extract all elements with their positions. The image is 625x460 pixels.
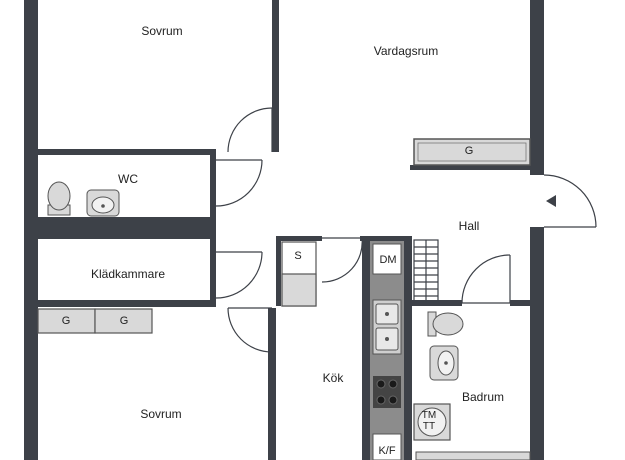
room-label-kok: Kök — [322, 371, 344, 385]
exterior-walls — [24, 0, 544, 460]
room-label-vardagsrum: Vardagsrum — [373, 44, 439, 58]
wardrobe-left-label: G — [61, 315, 71, 327]
room-label-hall: Hall — [458, 219, 480, 233]
door-swings — [215, 107, 597, 353]
storage-cabinet-label: S — [294, 250, 302, 262]
toilet-icon — [47, 181, 71, 216]
fridge-freezer-label: K/F — [378, 445, 396, 457]
room-label-sovrum-top: Sovrum — [141, 24, 183, 38]
room-label-sovrum-bottom: Sovrum — [140, 407, 182, 421]
room-label-wc: WC — [118, 172, 138, 186]
washer-dryer — [413, 403, 451, 441]
wardrobe-vardagsrum — [413, 138, 531, 166]
wardrobe-left — [37, 308, 96, 334]
stairs — [413, 239, 439, 303]
storage-cabinet — [281, 241, 317, 307]
bathroom-sink-icon — [429, 345, 459, 381]
room-label-kladkammare: Klädkammare — [90, 267, 166, 281]
wardrobe-right — [94, 308, 153, 334]
washer-label: TM — [421, 410, 437, 421]
bathtub-edge — [415, 451, 531, 460]
kitchen-counter — [370, 241, 404, 460]
interior-walls — [38, 0, 530, 460]
room-label-badrum: Badrum — [461, 390, 505, 404]
sink-icon — [86, 189, 120, 217]
entrance-arrow-icon — [546, 195, 556, 207]
bathroom-toilet-icon — [427, 311, 464, 337]
wardrobe-vardagsrum-label: G — [464, 145, 474, 157]
dryer-label: TT — [422, 421, 436, 432]
dishwasher-label: DM — [379, 254, 397, 266]
wardrobe-right-label: G — [119, 315, 129, 327]
